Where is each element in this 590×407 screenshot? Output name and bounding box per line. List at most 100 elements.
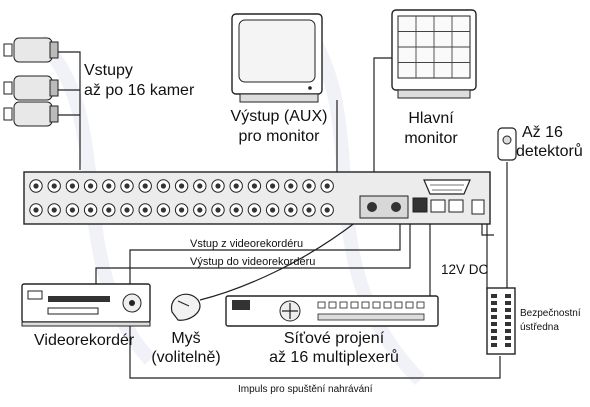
bnc-connector [174,203,189,217]
network-label-line1: Síťové projení [283,330,385,347]
detectors-label-line2: detektorů [516,143,583,160]
alarm-terminal [491,336,497,340]
detectors-label-line1: Až 16 [522,124,563,141]
mouse-device [170,293,201,321]
alarm-panel [486,287,516,355]
bnc-connector [65,203,80,217]
bnc-connector [65,179,80,193]
mux-strip [317,313,425,321]
alarm-terminal [505,315,511,319]
alarm-terminal [505,329,511,333]
trigger-wire [129,320,501,379]
alarm-terminal [505,336,511,340]
bnc-connector [265,203,280,217]
bnc-connector [229,179,243,193]
bnc-connector [47,203,61,217]
multiview-grid [398,16,470,78]
alarm-terminal [505,343,511,347]
power-jack [471,199,485,215]
bnc-connector [102,179,116,193]
alarm-terminal [491,315,497,319]
main-monitor [391,9,477,99]
alarm-port [423,179,471,195]
bnc-connector [302,179,316,193]
trigger-label: Impuls pro spuštění nahrávání [238,384,373,395]
bnc-connector [138,203,152,217]
bnc-connector [320,179,334,193]
alarm-terminal [491,343,497,347]
mux-button [350,301,359,309]
bnc-connector [320,203,334,217]
bnc-connector [120,203,134,217]
aux-monitor [231,13,323,103]
alarm-panel-label-line2: ústředna [520,322,559,333]
mux-button [383,301,392,309]
bnc-connector-rows [29,179,334,217]
bnc-connector [120,179,134,193]
cameras-label-line1: Vstupy [84,62,133,79]
network-label-line2: až 16 multiplexerů [269,349,399,366]
bnc-connector [29,179,43,193]
vcr-input-label: Vstup z videorekordéru [190,238,304,250]
bnc-connector [102,203,116,217]
bnc-connector [229,203,243,217]
mux-button [394,301,403,309]
camera-3 [3,101,59,127]
alarm-terminal [505,322,511,326]
alarm-terminal [505,308,511,312]
power-label: 12V DC [441,262,489,277]
bnc-connector [47,179,61,193]
camera-2 [3,75,59,101]
mux-button [328,301,337,309]
alarm-terminal [491,294,497,298]
bnc-connector [247,203,262,217]
vcr-device [21,283,151,327]
bnc-connector [193,203,207,217]
bnc-connector [284,203,298,217]
alarm-terminal [491,308,497,312]
bnc-connector [247,179,262,193]
vcr-label: Videorekordér [34,332,135,349]
alarm-terminals [491,294,511,347]
cameras-label-line2: až po 16 kamer [84,82,195,99]
mouse-label-line1: Myš [171,330,201,347]
bnc-connector [284,179,298,193]
mux-button [405,301,414,309]
bnc-connector [156,203,171,217]
bnc-connector [265,179,280,193]
camera-1 [3,37,59,63]
bnc-connector [29,203,43,217]
aux-monitor-label-line2: pro monitor [238,128,320,145]
alarm-terminal [491,322,497,326]
bnc-connector [174,179,189,193]
bnc-connector [211,203,225,217]
bnc-connector [156,179,171,193]
bnc-connector [138,179,152,193]
mux-button [339,301,348,309]
mux-button [317,301,326,309]
dvr-back-panel [23,171,491,225]
mux-button [416,301,425,309]
mouse-label-line2: (volitelně) [151,349,221,366]
bnc-connector [211,179,225,193]
main-monitor-label-line1: Hlavní [408,110,454,127]
alarm-terminal [491,301,497,305]
camera-wire-1 [55,51,81,170]
vcr-out-wire [95,222,411,286]
alarm-terminal [505,301,511,305]
bnc-connector [83,179,98,193]
connection-wires [55,51,508,379]
alarm-panel-label-line1: Bezpečnostní [520,308,581,319]
vcr-output-label: Výstup do videorekordéru [190,256,316,268]
camera-group [3,37,59,127]
bnc-connector [302,203,316,217]
power-wire [481,224,494,236]
mux-button [361,301,370,309]
bnc-connector [83,203,98,217]
mouse-wire [199,221,357,301]
aux-monitor-label-line1: Výstup (AUX) [230,108,328,125]
multiplexer-buttons [317,301,425,321]
detector-sensor [497,127,517,161]
